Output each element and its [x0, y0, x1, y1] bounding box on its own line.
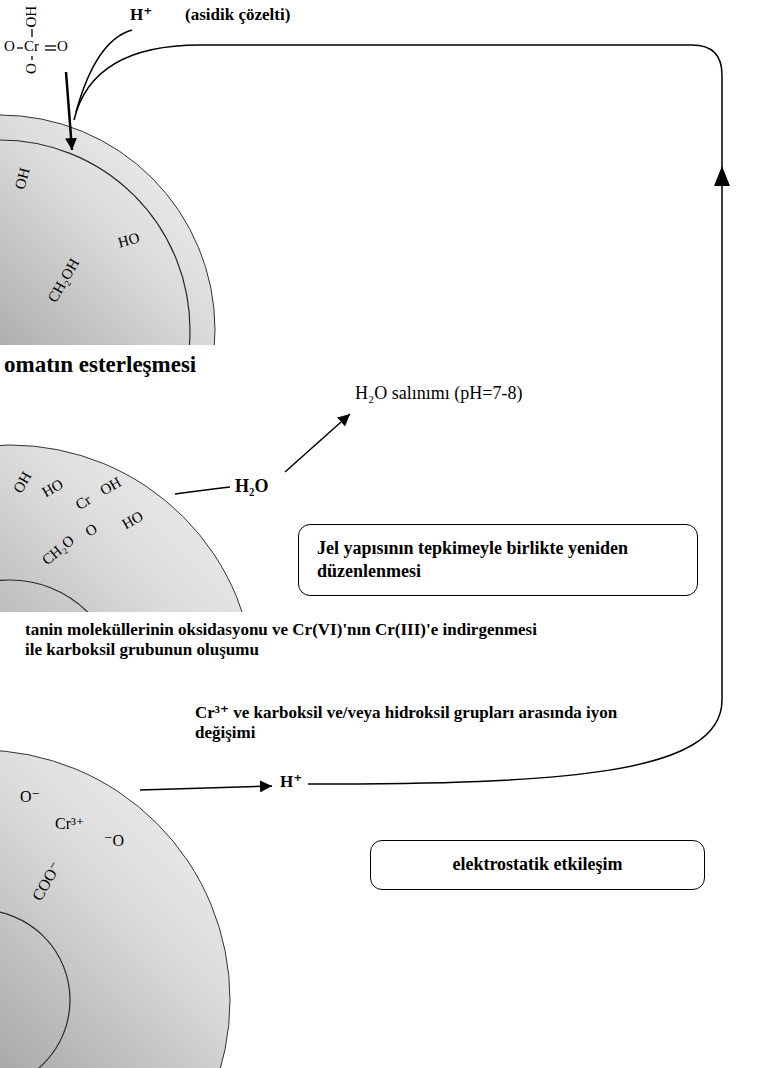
molecule-label: H₂O: [235, 476, 268, 497]
box-text: elektrostatik etkileşim: [385, 853, 690, 876]
step-note: H₂O salınımı (pH=7-8): [355, 383, 522, 404]
cycle-arrowhead: [714, 166, 730, 186]
ion-label: H⁺: [280, 772, 302, 792]
gel-layer-arc: [0, 580, 120, 612]
atom: O: [4, 38, 15, 55]
gel-particle: [0, 750, 230, 1068]
gel-particle: [0, 445, 255, 612]
atom: O: [57, 38, 68, 55]
atom: Cr: [24, 38, 39, 55]
process-box: Jel yapısının tepkimeyle birlikte yenide…: [298, 524, 698, 596]
step-description: Cr³⁺ ve karboksil ve/veya hidroksil grup…: [195, 703, 625, 742]
box-text: Jel yapısının tepkimeyle birlikte yenide…: [317, 537, 679, 582]
process-box: elektrostatik etkileşim: [370, 840, 705, 890]
water-release-arrow: [285, 414, 350, 472]
ion-group: ⁻O: [104, 832, 124, 850]
cycle-line: [74, 45, 722, 784]
gel-layer-arc: [0, 140, 190, 345]
formula-group: OH: [23, 6, 40, 28]
proton-release-arrow: [140, 786, 272, 790]
adsorption-arrow: [66, 72, 72, 150]
step-heading: omatın esterleşmesi: [4, 352, 196, 378]
gel-particle: [0, 115, 215, 345]
step-description: tanin moleküllerinin oksidasyonu ve Cr(V…: [25, 620, 545, 659]
atom: O: [23, 63, 40, 74]
ion-group: O⁻: [20, 788, 40, 806]
ion-label: H⁺: [130, 5, 152, 25]
water-curve: [175, 487, 230, 494]
ion-label: Cr³⁺: [55, 815, 84, 833]
chemical-bonds: [17, 29, 56, 60]
condition-note: (asidik çözelti): [185, 5, 290, 25]
gel-layer-arc: [0, 910, 70, 1068]
